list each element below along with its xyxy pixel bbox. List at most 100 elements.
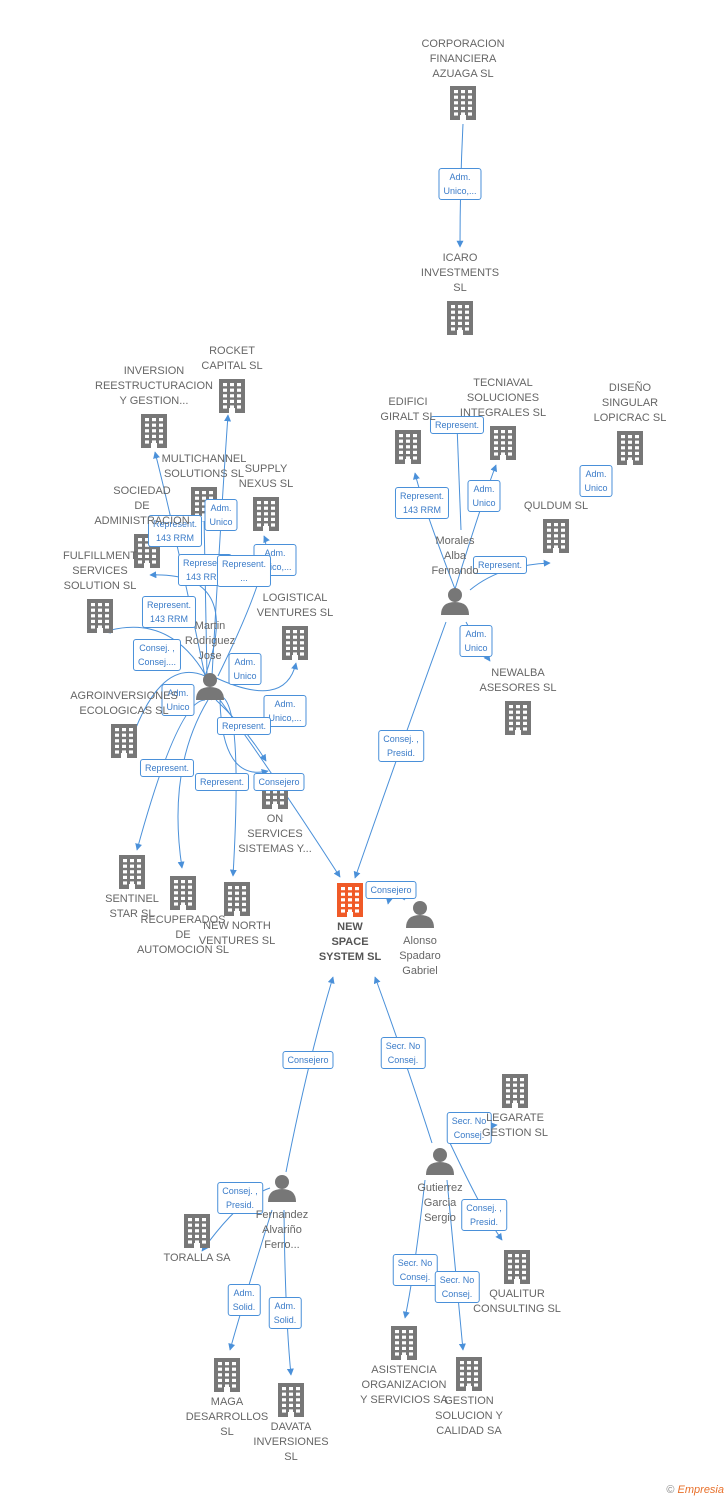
person-icon-alonso[interactable] — [406, 901, 434, 928]
building-icon-gestion[interactable] — [456, 1357, 482, 1391]
building-icon-supply[interactable] — [253, 497, 279, 531]
edge-label[interactable]: Adm. Solid. — [227, 1284, 261, 1316]
person-icon-martin[interactable] — [196, 673, 224, 700]
edge-label[interactable]: Consej. , Presid. — [217, 1182, 263, 1214]
person-icon-morales[interactable] — [441, 588, 469, 615]
edge-label[interactable]: Represent. — [194, 773, 250, 791]
edge-label[interactable]: Adm. Unico — [467, 480, 501, 512]
node-label-toralla[interactable]: TORALLA SA — [163, 1252, 231, 1264]
person-icon-fernandez[interactable] — [268, 1175, 296, 1202]
edge-label[interactable]: Represent. ... — [216, 555, 272, 587]
node-label-recuperados[interactable]: RECUPERADOS DE AUTOMOCION SL — [136, 914, 230, 956]
edge-label[interactable]: Consejero — [253, 773, 305, 791]
edge-label[interactable]: Secr. No Consej. — [392, 1254, 438, 1286]
node-label-sociedad[interactable]: SOCIEDAD DE ADMINISTRACION — [94, 485, 190, 527]
node-label-newnorth[interactable]: NEW NORTH VENTURES SL — [198, 920, 276, 947]
building-icon-inversion[interactable] — [141, 414, 167, 448]
edge-label[interactable]: Represent. — [429, 416, 485, 434]
edge-martin-to-onservices — [219, 699, 269, 776]
edge-morales-to-icaro — [456, 424, 462, 531]
node-label-edifici[interactable]: EDIFICI GIRALT SL — [380, 396, 436, 423]
node-label-supply[interactable]: SUPPLY NEXUS SL — [238, 463, 294, 490]
building-icon-fulfillment[interactable] — [87, 599, 113, 633]
node-label-fernandez[interactable]: Fernandez Alvariño Ferro... — [255, 1209, 309, 1251]
building-icon-tecniaval[interactable] — [490, 426, 516, 460]
node-label-quldum[interactable]: QULDUM SL — [523, 500, 589, 512]
building-icon-agroinversion[interactable] — [111, 724, 137, 758]
edge-martin-to-sociedad — [149, 571, 217, 677]
node-label-tecniaval[interactable]: TECNIAVAL SOLUCIONES INTEGRALES SL — [459, 377, 547, 419]
edge-martin-to-sentinel — [135, 699, 206, 851]
building-icon-quldum[interactable] — [543, 519, 569, 553]
building-icon-asistencia[interactable] — [391, 1326, 417, 1360]
edge-label[interactable]: Adm. Unico — [459, 625, 493, 657]
node-label-newalba[interactable]: NEWALBA ASESORES SL — [479, 667, 557, 694]
edge-label[interactable]: Secr. No Consej. — [446, 1112, 492, 1144]
node-label-inversion[interactable]: INVERSION REESTRUCTURACION Y GESTION... — [95, 365, 213, 407]
building-icon-newnorth[interactable] — [224, 882, 250, 916]
node-label-diseno[interactable]: DISEÑO SINGULAR LOPICRAC SL — [593, 382, 667, 424]
edge-label[interactable]: Adm. Unico — [161, 684, 195, 716]
edge-label[interactable]: Consej. , Presid. — [461, 1199, 507, 1231]
edge-label[interactable]: Represent. 143 RRM — [141, 596, 197, 628]
node-label-morales[interactable]: Morales Alba Fernando — [431, 535, 479, 577]
edge-label[interactable]: Consej. , Consej.... — [132, 639, 182, 671]
node-label-gutierrez[interactable]: Gutierrez Garcia Sergio — [417, 1182, 463, 1224]
building-icon-newalba[interactable] — [505, 701, 531, 735]
edge-label[interactable]: Adm. Unico — [579, 465, 613, 497]
brand-name: mpresia — [684, 1484, 724, 1496]
person-icon-gutierrez[interactable] — [426, 1148, 454, 1175]
node-label-martin[interactable]: Martin Rodriguez Jose — [184, 620, 236, 662]
nodes-layer — [87, 86, 643, 1417]
edge-label[interactable]: Represent. — [472, 556, 528, 574]
building-icon-edifici[interactable] — [395, 430, 421, 464]
edge-martin-to-inversion — [153, 451, 206, 677]
building-icon-maga[interactable] — [214, 1358, 240, 1392]
building-icon-sentinel[interactable] — [119, 855, 145, 889]
node-label-onservices[interactable]: ON SERVICES SISTEMAS Y... — [238, 813, 312, 855]
edge-label[interactable]: Adm. Unico — [228, 653, 262, 685]
building-icon-icaro[interactable] — [447, 301, 473, 335]
node-label-fulfillment[interactable]: FULFILLMENT SERVICES SOLUTION SL — [63, 550, 137, 592]
building-icon-toralla[interactable] — [184, 1214, 210, 1248]
node-label-agroinversion[interactable]: AGROINVERSIONES ECOLOGICAS SL — [70, 690, 178, 717]
edge-label[interactable]: Represent. 143 RRM — [394, 487, 450, 519]
building-icon-newspace[interactable] — [337, 883, 363, 917]
edges-layer — [103, 123, 611, 1376]
node-label-davata[interactable]: DAVATA INVERSIONES SL — [253, 1421, 329, 1463]
building-icon-diseno[interactable] — [617, 431, 643, 465]
node-label-legarate[interactable]: LEGARATE GESTION SL — [481, 1112, 549, 1139]
node-label-icaro[interactable]: ICARO INVESTMENTS SL — [420, 252, 500, 294]
node-label-alonso[interactable]: Alonso Spadaro Gabriel — [399, 935, 441, 977]
edge-label[interactable]: Secr. No Consej. — [380, 1037, 426, 1069]
building-icon-qualitur[interactable] — [504, 1250, 530, 1284]
node-label-maga[interactable]: MAGA DESARROLLOS SL — [185, 1396, 269, 1438]
node-label-multichannel[interactable]: MULTICHANNEL SOLUTIONS SL — [161, 453, 247, 480]
edge-label[interactable]: Represent. 143 RRM — [147, 515, 203, 547]
building-icon-legarate[interactable] — [502, 1074, 528, 1108]
empresia-brand[interactable]: © Empresia — [666, 1484, 724, 1496]
node-label-gestion[interactable]: GESTION SOLUCION Y CALIDAD SA — [435, 1395, 503, 1437]
edge-label[interactable]: Consejero — [282, 1051, 334, 1069]
building-icon-recuperados[interactable] — [170, 876, 196, 910]
edge-label[interactable]: Represent. — [139, 759, 195, 777]
edge-label[interactable]: Adm. Unico — [204, 499, 238, 531]
edge-label[interactable]: Secr. No Consej. — [434, 1271, 480, 1303]
edge-label[interactable]: Represent. — [216, 717, 272, 735]
node-label-asistencia[interactable]: ASISTENCIA ORGANIZACION Y SERVICIOS SA — [360, 1364, 448, 1406]
node-label-corporacion[interactable]: CORPORACION FINANCIERA AZUAGA SL — [421, 38, 505, 80]
node-label-newspace[interactable]: NEW SPACE SYSTEM SL — [318, 921, 382, 963]
edge-label[interactable]: Consejero — [365, 881, 417, 899]
building-icon-davata[interactable] — [278, 1383, 304, 1417]
node-label-sentinel[interactable]: SENTINEL STAR SL — [105, 893, 159, 920]
node-label-qualitur[interactable]: QUALITUR CONSULTING SL — [473, 1288, 561, 1315]
node-label-rocket[interactable]: ROCKET CAPITAL SL — [201, 345, 263, 372]
edge-label[interactable]: Adm. Solid. — [268, 1297, 302, 1329]
node-label-logistical[interactable]: LOGISTICAL VENTURES SL — [256, 592, 334, 619]
building-icon-corporacion[interactable] — [450, 86, 476, 120]
building-icon-logistical[interactable] — [282, 626, 308, 660]
building-icon-rocket[interactable] — [219, 379, 245, 413]
edge-label[interactable]: Adm. Unico,... — [438, 168, 482, 200]
edge-label[interactable]: Consej. , Presid. — [378, 730, 424, 762]
